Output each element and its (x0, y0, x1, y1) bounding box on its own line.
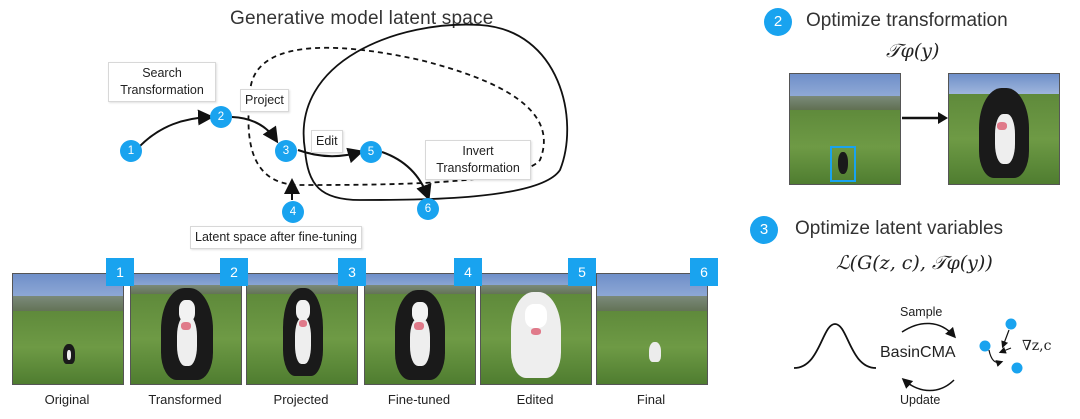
frame-fine-tuned (364, 273, 476, 385)
caption-original: Original (44, 392, 90, 407)
filmstrip-number-6: 6 (690, 258, 718, 286)
caption-fine-tuned: Fine-tuned (387, 392, 451, 407)
arrow-1-2 (137, 109, 214, 149)
basin-update-label: Update (900, 393, 941, 407)
caption-projected: Projected (273, 392, 329, 407)
solid-latent-region (302, 23, 569, 201)
project-label: Project (240, 89, 289, 112)
invert-line2: Transformation (436, 161, 520, 175)
search-transformation-label: Search Transformation (108, 62, 216, 102)
frame-projected (246, 273, 358, 385)
invert-transformation-label: Invert Transformation (425, 140, 531, 180)
step-2-formula: 𝒯φ(y) (886, 40, 940, 62)
filmstrip-number-1: 1 (106, 258, 134, 286)
edit-label: Edit (311, 130, 343, 153)
latent-space-curves (137, 23, 569, 201)
gradient-step-icon (979, 318, 1023, 374)
step-3-title: Optimize latent variables (795, 218, 1004, 239)
transformation-source-image (789, 73, 901, 185)
invert-line1: Invert (462, 144, 494, 158)
diagram-node-6: 6 (417, 198, 439, 220)
basin-cycle-arrows (901, 322, 956, 392)
frame-final (596, 273, 708, 385)
diagram-node-3: 3 (275, 140, 297, 162)
arrow-5-6 (381, 151, 432, 201)
filmstrip-number-2: 2 (220, 258, 248, 286)
caption-transformed: Transformed (148, 392, 222, 407)
diagram-node-4: 4 (282, 201, 304, 223)
dashed-latent-region (247, 46, 545, 186)
step-2-number: 2 (764, 8, 792, 36)
arrow-2-3 (231, 116, 279, 144)
diagram-node-1: 1 (120, 140, 142, 162)
step-3-number: 3 (750, 216, 778, 244)
gradient-symbol: ∇z,c (1022, 338, 1052, 354)
crop-box (830, 146, 856, 182)
latent-after-finetune-label: Latent space after fine-tuning (190, 226, 362, 249)
basin-sample-label: Sample (900, 305, 943, 319)
transform-arrow (902, 112, 948, 124)
step-3-formula: ℒ(G(z, c), 𝒯φ(y)) (836, 252, 993, 274)
search-line1: Search (142, 66, 182, 80)
latent-space-title: Generative model latent space (230, 8, 494, 29)
search-line2: Transformation (120, 83, 204, 97)
diagram-node-2: 2 (210, 106, 232, 128)
diagram-node-5: 5 (360, 141, 382, 163)
filmstrip-number-5: 5 (568, 258, 596, 286)
caption-edited: Edited (516, 392, 554, 407)
basin-method-name: BasinCMA (880, 344, 956, 361)
caption-final: Final (636, 392, 666, 407)
filmstrip-number-3: 3 (338, 258, 366, 286)
arrow-3-5 (297, 147, 364, 164)
step-2-title: Optimize transformation (806, 10, 1008, 31)
transformation-result-image (948, 73, 1060, 185)
frame-edited (480, 273, 592, 385)
frame-transformed (130, 273, 242, 385)
frame-original (12, 273, 124, 385)
filmstrip-number-4: 4 (454, 258, 482, 286)
gaussian-curve-icon (793, 323, 877, 369)
